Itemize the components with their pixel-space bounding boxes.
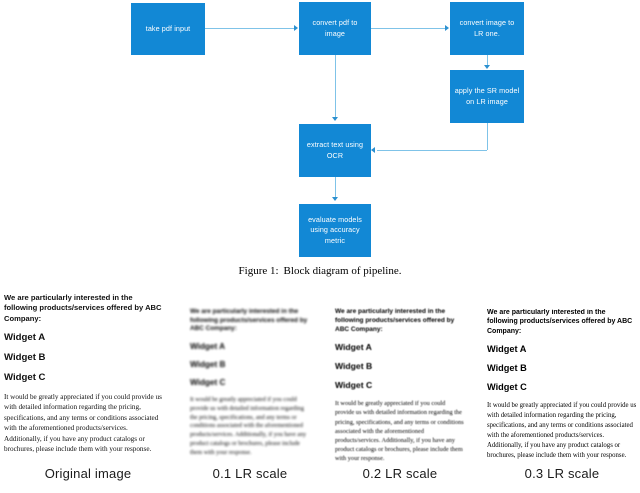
flow-node-convert-pdf-to-image[interactable]: convert pdf to image xyxy=(299,2,371,55)
connector-lr-to-sr xyxy=(487,55,488,67)
document-widget-c: Widget C xyxy=(4,371,46,383)
arrowhead-convert-to-ocr xyxy=(332,117,338,121)
connector-input-to-convert xyxy=(205,28,295,29)
document-widget-a: Widget A xyxy=(190,341,226,351)
sample-panel-original: We are particularly interested in the fo… xyxy=(4,288,172,493)
document-widget-b: Widget B xyxy=(487,363,527,374)
document-widget-c: Widget C xyxy=(487,382,527,393)
sample-caption-lr-0-2: 0.2 LR scale xyxy=(362,466,438,481)
document-render-lr-0-1: We are particularly interested in the fo… xyxy=(190,308,310,463)
arrowhead-convert-to-lr xyxy=(445,25,449,31)
document-widget-a: Widget A xyxy=(4,331,46,343)
flow-node-apply-sr-model[interactable]: apply the SR model on LR image xyxy=(450,70,524,123)
sample-panel-lr-0-2: We are particularly interested in the fo… xyxy=(335,288,465,493)
document-heading: We are particularly interested in the fo… xyxy=(190,308,308,333)
connector-sr-down xyxy=(487,123,488,150)
document-widget-b: Widget B xyxy=(4,351,46,363)
flow-node-extract-text-ocr[interactable]: extract text using OCR xyxy=(299,124,371,177)
document-body: It would be greatly appreciated if you c… xyxy=(335,400,464,463)
document-widget-b: Widget B xyxy=(190,359,226,369)
block-diagram: take pdf input convert pdf to image conv… xyxy=(131,2,524,257)
document-widget-c: Widget C xyxy=(335,380,373,391)
flow-node-label: convert pdf to image xyxy=(312,18,358,38)
flow-node-label: take pdf input xyxy=(145,23,191,33)
document-body: It would be greatly appreciated if you c… xyxy=(487,402,637,459)
document-heading: We are particularly interested in the fo… xyxy=(487,309,633,335)
arrowhead-lr-to-sr xyxy=(484,65,490,69)
arrowhead-ocr-to-evaluate xyxy=(332,197,338,201)
document-render-lr-0-3: We are particularly interested in the fo… xyxy=(487,308,637,465)
flow-node-evaluate-models[interactable]: evaluate models using accuracy metric xyxy=(299,204,371,257)
figure-caption: Figure 1: Block diagram of pipeline. xyxy=(0,265,640,277)
document-heading: We are particularly interested in the fo… xyxy=(4,293,162,323)
connector-sr-to-ocr xyxy=(377,150,487,151)
sample-caption-original: Original image xyxy=(44,466,132,481)
figure-caption-number: Figure 1: xyxy=(238,265,279,277)
document-heading: We are particularly interested in the fo… xyxy=(335,308,455,333)
flow-node-label: evaluate models using accuracy metric xyxy=(308,214,362,245)
flow-node-take-pdf-input[interactable]: take pdf input xyxy=(131,3,205,55)
document-widget-a: Widget A xyxy=(487,344,527,355)
document-widget-a: Widget A xyxy=(335,342,372,353)
flow-node-label: apply the SR model on LR image xyxy=(454,86,520,106)
sample-panels: We are particularly interested in the fo… xyxy=(0,288,640,493)
document-widget-b: Widget B xyxy=(335,361,373,372)
document-body: It would be greatly appreciated if you c… xyxy=(4,392,162,453)
sample-caption-lr-0-1: 0.1 LR scale xyxy=(212,466,288,481)
document-widget-c: Widget C xyxy=(190,377,226,387)
connector-convert-to-ocr xyxy=(335,55,336,118)
sample-panel-lr-0-3: We are particularly interested in the fo… xyxy=(487,288,637,493)
arrowhead-input-to-convert xyxy=(294,25,298,31)
flow-node-convert-image-to-lr[interactable]: convert image to LR one. xyxy=(450,2,524,55)
arrowhead-sr-to-ocr xyxy=(371,147,375,153)
connector-convert-to-lr xyxy=(371,28,445,29)
document-render-lr-0-2: We are particularly interested in the fo… xyxy=(335,308,465,468)
sample-panel-lr-0-1: We are particularly interested in the fo… xyxy=(190,288,310,493)
flow-node-label: convert image to LR one. xyxy=(459,18,515,38)
sample-caption-lr-0-3: 0.3 LR scale xyxy=(524,466,600,481)
document-body: It would be greatly appreciated if you c… xyxy=(190,396,307,456)
document-render-original: We are particularly interested in the fo… xyxy=(4,293,164,459)
figure-caption-text: Block diagram of pipeline. xyxy=(283,265,402,277)
flow-node-label: extract text using OCR xyxy=(306,140,364,160)
connector-ocr-to-evaluate xyxy=(335,177,336,198)
